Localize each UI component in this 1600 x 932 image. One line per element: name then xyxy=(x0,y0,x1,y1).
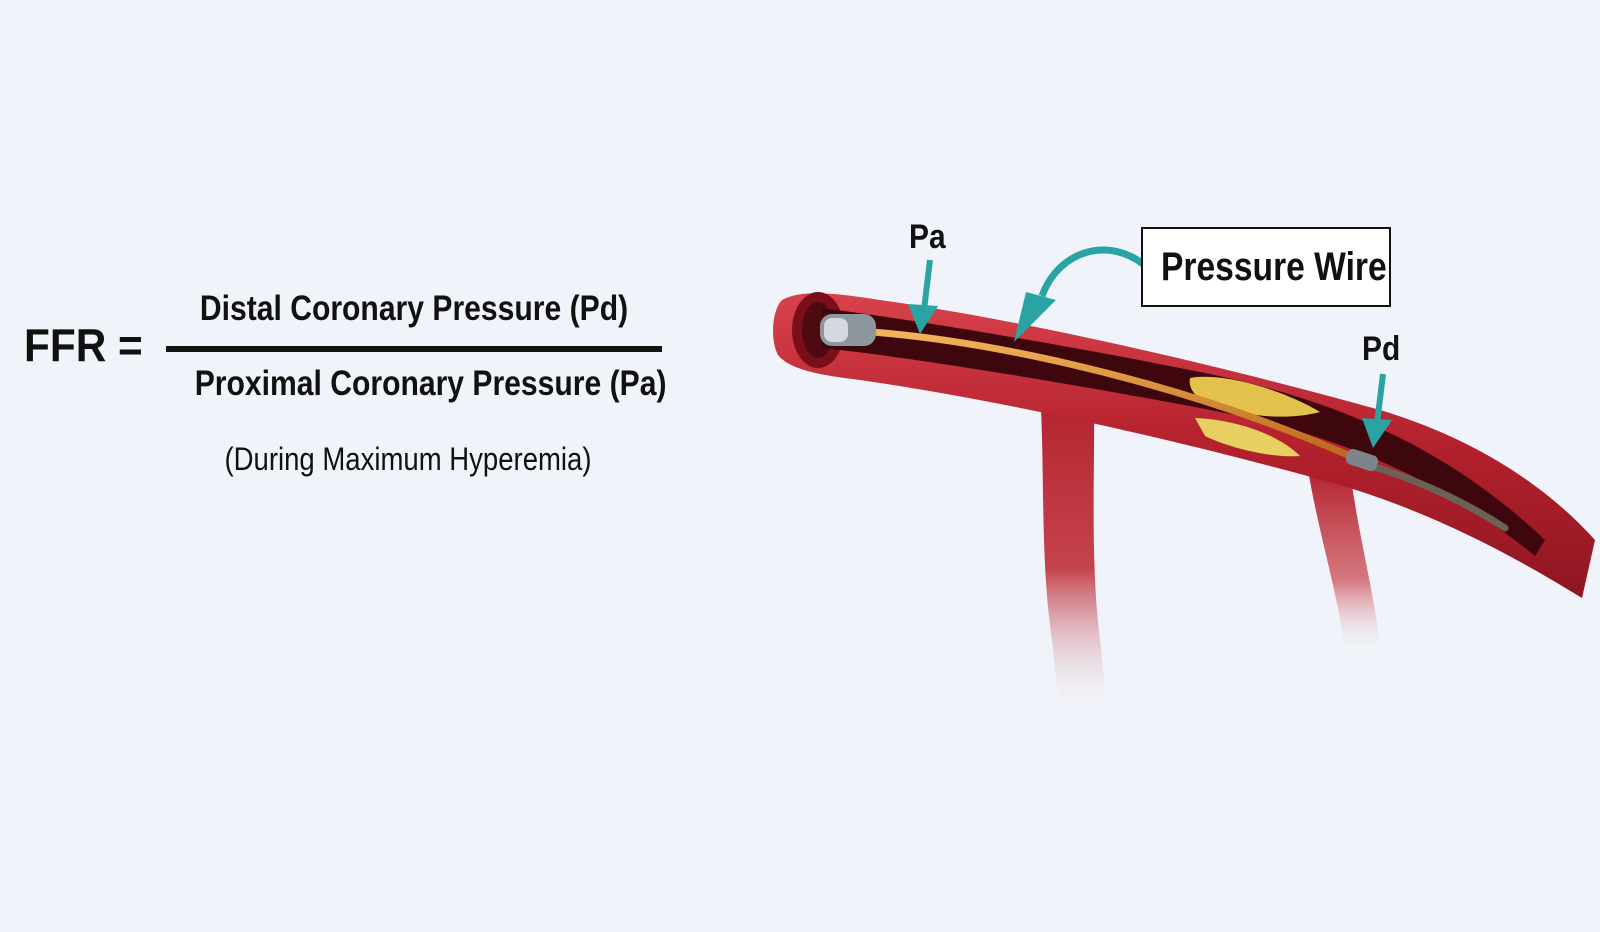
pressure-sensor xyxy=(1345,449,1379,471)
label-pa: Pa xyxy=(909,218,946,256)
label-pd: Pd xyxy=(1362,330,1401,368)
formula-condition: (During Maximum Hyperemia) xyxy=(224,441,592,477)
arrow-pressure-wire xyxy=(1014,246,1146,342)
arrow-pd xyxy=(1362,373,1392,448)
formula-numerator: Distal Coronary Pressure (Pd) xyxy=(199,289,629,328)
formula-denominator: Proximal Coronary Pressure (Pa) xyxy=(194,364,667,403)
plaque-lower xyxy=(1195,418,1300,457)
vessel-lumen xyxy=(822,308,1545,556)
vessel-branch-right xyxy=(1308,470,1382,655)
pressure-wire xyxy=(868,328,1364,464)
pressure-wire-label: Pressure Wire xyxy=(1161,245,1387,289)
fraction-bar xyxy=(166,346,662,352)
arrow-pa xyxy=(908,259,938,334)
pressure-wire-distal xyxy=(1364,461,1509,532)
vessel-branch-left xyxy=(1040,390,1108,715)
pressure-wire-callout: Pressure Wire xyxy=(1141,227,1391,307)
formula-lhs: FFR = xyxy=(24,319,143,371)
